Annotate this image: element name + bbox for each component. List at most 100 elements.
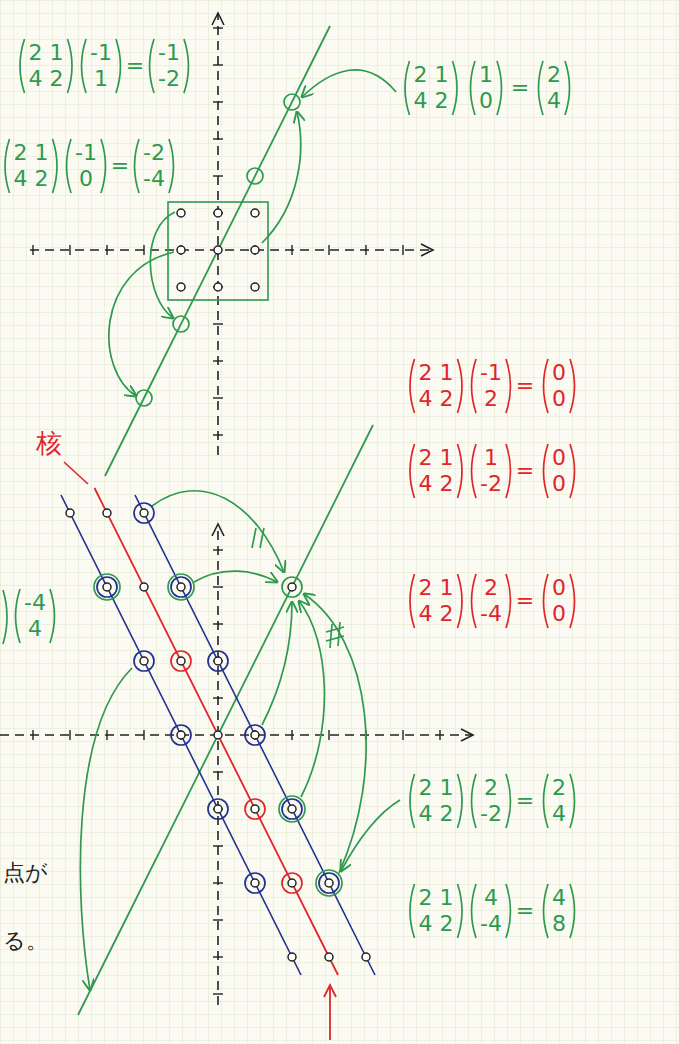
point-ring [245,873,265,893]
point-ring [134,503,154,523]
point-dot [177,583,185,591]
mapping-arrow [262,602,292,725]
point-ring [171,577,191,597]
matrix-entry: 2 1 [419,575,454,601]
matrix-entry: 2 1 [14,140,49,166]
point-dot [214,731,222,739]
point-ring [282,873,302,893]
image-line [78,425,373,1015]
kernel-label: 核 [36,428,62,458]
result-entry: 0 [552,601,566,627]
point-dot [177,283,185,291]
paren [472,884,477,938]
paren [458,359,463,413]
lattice-point [362,953,370,961]
point-dot [288,805,296,813]
result-entry: -2 [158,66,180,92]
axis-arrow [212,524,224,536]
point-ring [134,651,154,671]
mapping-arrow [262,112,301,243]
point-dot [177,209,185,217]
matrix-entry: 4 2 [14,166,49,192]
axis-tick [32,245,33,255]
paren [565,61,570,115]
point-dot [251,731,259,739]
y-axis [217,14,219,455]
mapping-arrow [109,252,174,396]
lattice-point [66,509,74,517]
paren [544,574,549,628]
point-dot [251,283,259,291]
vector-entry: 1 [94,66,108,92]
point-dot [325,879,333,887]
point-ring [245,799,265,819]
lattice-point [214,246,222,254]
point-dot [288,879,296,887]
result-entry: 0 [552,360,566,386]
point-ring [136,390,152,406]
lattice-point [282,577,302,597]
point-dot [251,209,259,217]
vector-entry: -1 [75,140,97,166]
lattice-point [208,651,228,671]
axis-tick [402,245,403,255]
paren [101,139,106,193]
lattice-point [251,246,259,254]
point-ring [284,94,300,110]
point-ring [171,651,191,671]
mapping-arrow [302,70,396,97]
paren [458,444,463,498]
lattice-point [171,725,191,745]
paren [506,774,511,828]
lattice-point [251,283,259,291]
paren [410,444,415,498]
axis-tick [143,245,144,255]
point-dot [325,953,333,961]
y-axis [217,524,219,1005]
point-ring [247,168,263,184]
mapping-arrow [299,601,324,797]
lattice-point [134,503,154,523]
unit-square [168,202,268,300]
lattice-point [245,725,265,745]
axis-tick [213,882,223,883]
point-dot [214,283,222,291]
point-ring [94,574,120,600]
paren [570,774,575,828]
paren [53,139,58,193]
matrix-entry: 4 2 [419,386,454,412]
lattice-point [177,209,185,217]
point-dot [288,953,296,961]
mapping-arrow [304,594,366,873]
equals-sign: = [516,898,534,924]
axis-tick [439,730,440,740]
point-ring [208,799,228,819]
axis-tick [365,245,366,255]
mapping-arrow [152,491,284,572]
paren [544,774,549,828]
paren [116,39,121,93]
axis-tick [402,730,403,740]
axis-tick [213,549,223,550]
result-entry: 2 [552,775,566,801]
note-text: る。 [3,928,48,954]
lattice-point [245,799,265,819]
axis-tick [213,956,223,957]
kernel-line [95,488,339,975]
matrix-entry: 4 2 [419,911,454,937]
mapping-arrows [3,491,400,990]
matrix-entry: 4 2 [419,801,454,827]
vector-entry: 4 [28,616,42,642]
lattice-point [177,246,185,254]
matrix-entry: 2 1 [419,360,454,386]
vector-entry: -2 [480,471,502,497]
axis-tick [213,323,223,324]
bottom-axes [0,524,473,1005]
lattice-point [316,870,342,896]
point-dot [214,657,222,665]
paren [506,359,511,413]
lattice-point [94,574,120,600]
vector-entry: 2 [484,775,498,801]
